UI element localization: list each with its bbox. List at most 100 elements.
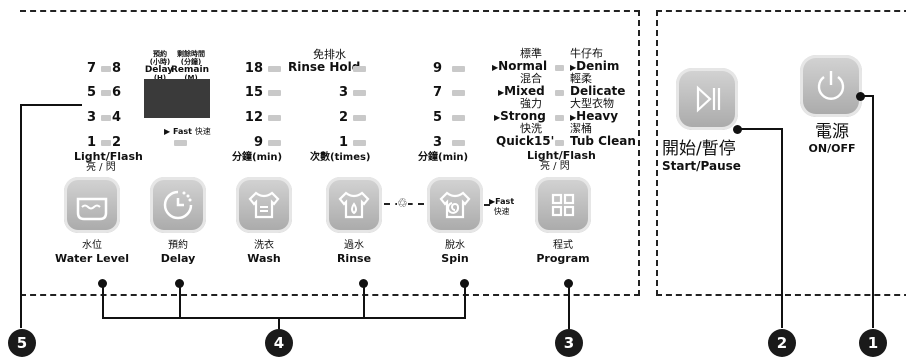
fast-label-zh: 快速 bbox=[194, 127, 211, 136]
callout-line-4 bbox=[179, 283, 181, 319]
spin-9: 9 bbox=[432, 61, 442, 76]
callout-badge-4: 4 bbox=[265, 329, 293, 357]
water-tub-icon bbox=[76, 197, 108, 221]
remain-label-m: (M) bbox=[184, 74, 198, 82]
callout-line-2 bbox=[781, 128, 783, 328]
program-normal-zh: 標準 bbox=[520, 47, 542, 60]
program-denim-zh: 牛仔布 bbox=[570, 47, 603, 60]
program-delicate-en: Delicate bbox=[570, 84, 626, 98]
fast-led bbox=[174, 140, 187, 146]
start-pause-caption: 開始/暫停 Start/Pause bbox=[662, 139, 762, 173]
wash-button[interactable] bbox=[236, 177, 292, 233]
spin-3: 3 bbox=[432, 135, 442, 150]
play-arrow-icon: ▶ bbox=[570, 113, 577, 122]
level-4: 4 bbox=[112, 110, 122, 125]
program-strong-en: ▶Strong bbox=[494, 109, 546, 123]
callout-line-4 bbox=[464, 283, 466, 319]
wash-18: 18 bbox=[244, 61, 263, 76]
power-button[interactable] bbox=[800, 55, 862, 117]
program-tubclean-zh: 潔桶 bbox=[570, 122, 592, 135]
callout-badge-1: 1 bbox=[859, 329, 887, 357]
callout-line-1 bbox=[860, 95, 874, 97]
play-arrow-icon: ▶ bbox=[570, 63, 577, 72]
spin-7: 7 bbox=[432, 85, 442, 100]
program-tubclean-en: Tub Clean bbox=[570, 134, 636, 148]
wash-caption: 分鐘(min) bbox=[232, 152, 283, 163]
water-level-button[interactable] bbox=[64, 177, 120, 233]
control-panel-frame bbox=[20, 10, 640, 296]
program-delicate-zh: 輕柔 bbox=[570, 72, 592, 85]
wash-led bbox=[268, 140, 281, 146]
fast-link: ▶Fast 快速 bbox=[489, 197, 515, 216]
callout-line-2 bbox=[737, 128, 783, 130]
rinse-3: 3 bbox=[338, 85, 348, 100]
spin-button[interactable] bbox=[427, 177, 483, 233]
power-zh: 電源 bbox=[815, 122, 849, 142]
callout-badge-5: 5 bbox=[8, 329, 36, 357]
callout-line-4 bbox=[363, 283, 365, 319]
start-pause-zh: 開始/暫停 bbox=[662, 139, 736, 159]
play-arrow-icon: ▶ bbox=[164, 127, 171, 136]
level-2: 2 bbox=[112, 135, 122, 150]
level-6: 6 bbox=[112, 85, 122, 100]
remain-label-unit: (分鐘) bbox=[180, 58, 202, 66]
rinse-led bbox=[353, 90, 366, 96]
play-arrow-icon: ▶ bbox=[498, 88, 505, 97]
delay-button[interactable] bbox=[150, 177, 206, 233]
delay-label-zh: 預約 bbox=[153, 50, 167, 58]
level-led bbox=[101, 140, 111, 146]
level-1: 1 bbox=[86, 135, 96, 150]
delay-label-unit: (小時) bbox=[149, 58, 171, 66]
program-normal-en: ▶Normal bbox=[492, 59, 548, 73]
spin-led bbox=[452, 90, 465, 96]
fast-label-en: Fast bbox=[172, 127, 192, 136]
level-8: 8 bbox=[112, 61, 122, 76]
callout-line-4 bbox=[102, 317, 466, 319]
program-quick-led bbox=[555, 140, 564, 146]
callout-badge-3: 3 bbox=[555, 329, 583, 357]
level-5: 5 bbox=[86, 85, 96, 100]
spin-led bbox=[452, 115, 465, 121]
power-en: ON/OFF bbox=[808, 142, 856, 155]
level-led bbox=[101, 115, 111, 121]
power-caption: 電源 ON/OFF bbox=[802, 122, 862, 155]
program-caption-en: Light/Flash bbox=[527, 149, 596, 162]
rinse-hold-en: Rinse Hold bbox=[288, 60, 361, 74]
spin-5: 5 bbox=[432, 110, 442, 125]
callout-line-5 bbox=[20, 104, 22, 328]
rinse-led bbox=[353, 115, 366, 121]
wash-led bbox=[268, 90, 281, 96]
callout-line-4 bbox=[278, 317, 280, 329]
spin-caption: 分鐘(min) bbox=[418, 152, 469, 163]
level-led bbox=[101, 66, 111, 72]
level-caption-zh: 亮 / 閃 bbox=[86, 162, 116, 173]
fast-link-dash bbox=[484, 204, 490, 206]
rinse-led bbox=[353, 140, 366, 146]
rinse-1: 1 bbox=[338, 135, 348, 150]
play-arrow-icon: ▶ bbox=[494, 113, 501, 122]
program-button[interactable] bbox=[535, 177, 591, 233]
callout-line-5 bbox=[20, 104, 82, 106]
delay-label-en: Delay bbox=[144, 65, 174, 75]
timer-icon bbox=[163, 190, 193, 220]
callout-badge-2: 2 bbox=[768, 329, 796, 357]
rinse-hold-zh: 免排水 bbox=[313, 48, 346, 61]
shirt-rinse-icon bbox=[338, 191, 370, 219]
start-pause-en: Start/Pause bbox=[662, 159, 741, 173]
level-led bbox=[101, 90, 111, 96]
rinse-button[interactable] bbox=[326, 177, 382, 233]
program-mixed-led bbox=[555, 90, 564, 96]
power-icon bbox=[817, 71, 845, 100]
play-pause-icon bbox=[696, 85, 721, 113]
wash-9: 9 bbox=[253, 135, 263, 150]
start-pause-button[interactable] bbox=[676, 68, 738, 130]
fast-indicator: ▶ Fast 快速 bbox=[164, 126, 211, 137]
callout-line-3 bbox=[568, 283, 570, 329]
level-3: 3 bbox=[86, 110, 96, 125]
program-strong-zh: 強力 bbox=[520, 97, 542, 110]
program-quick-zh: 快洗 bbox=[520, 122, 542, 135]
